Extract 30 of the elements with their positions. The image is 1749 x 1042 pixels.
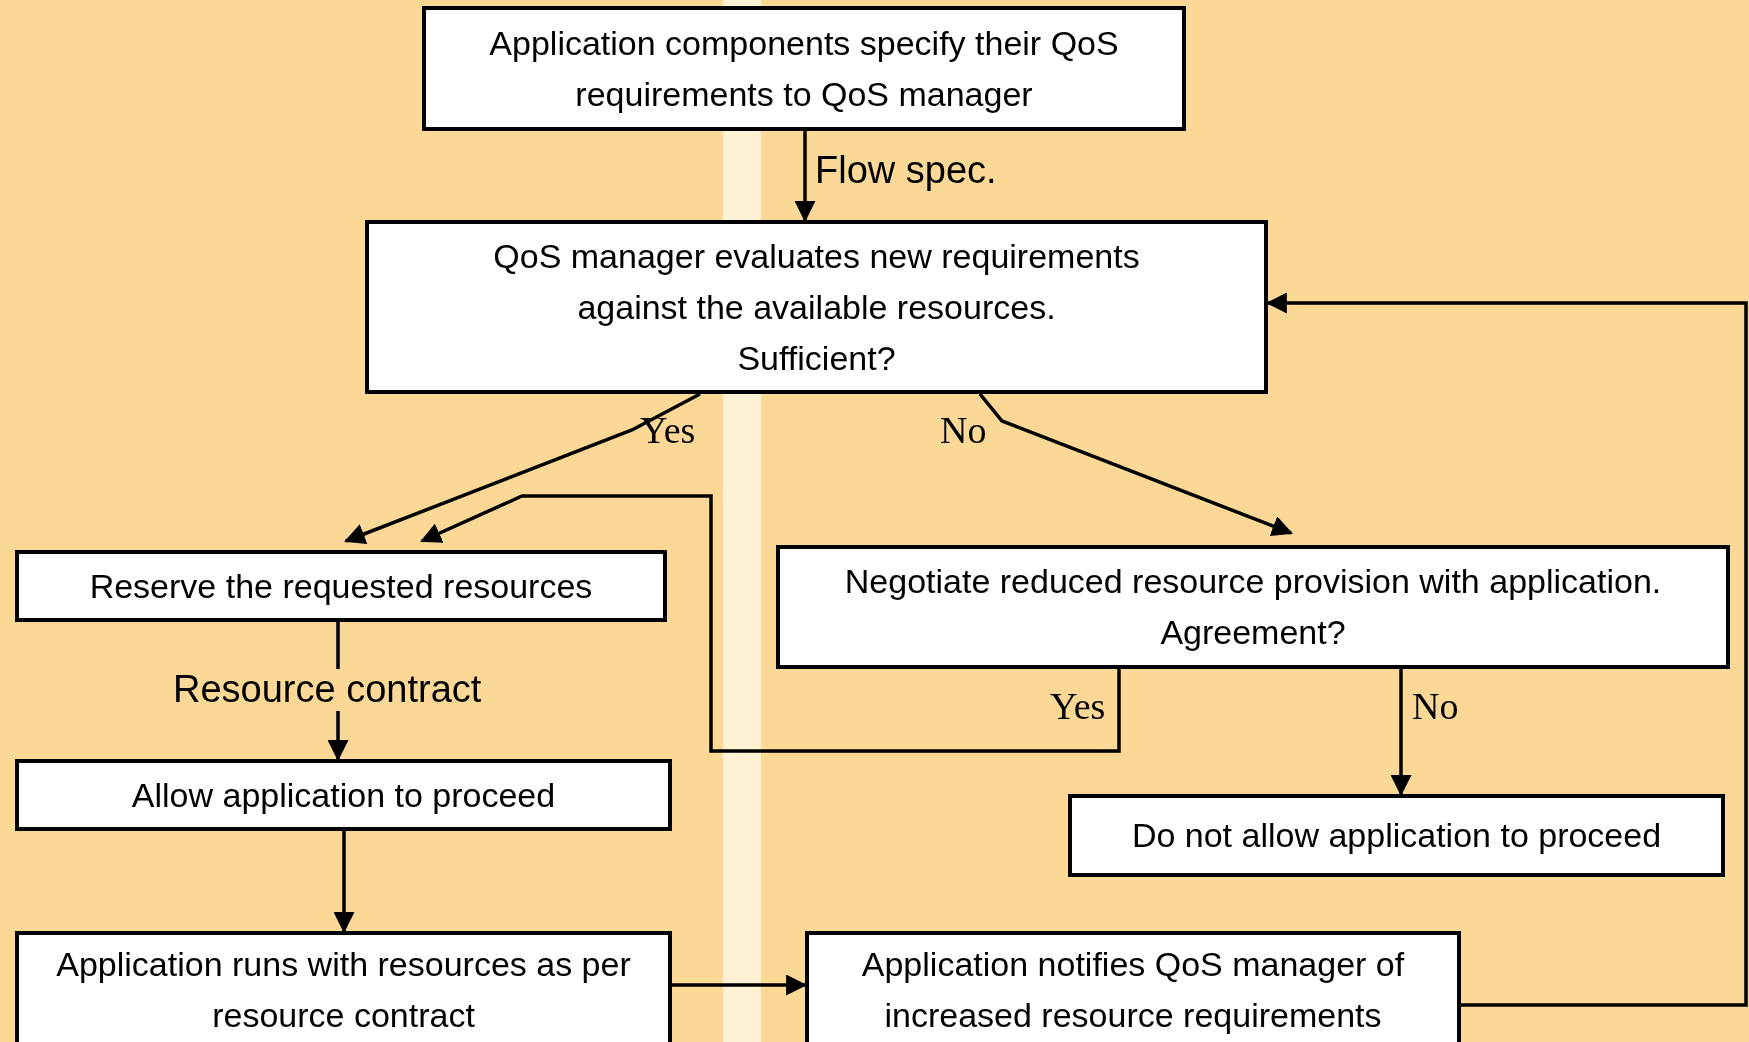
arrow bbox=[420, 494, 1121, 753]
edge-label: Yes bbox=[640, 410, 696, 452]
edge-label: Flow spec. bbox=[815, 150, 997, 192]
process-box bbox=[776, 545, 1730, 669]
process-box bbox=[365, 220, 1268, 394]
box-text: Application runs with resources as per resource contract bbox=[55, 944, 632, 1036]
arrow bbox=[344, 392, 701, 544]
process-box bbox=[1068, 794, 1725, 877]
edge-label: No bbox=[1412, 686, 1459, 728]
arrow bbox=[978, 392, 1293, 536]
process-box bbox=[15, 931, 672, 1042]
process-box bbox=[805, 931, 1461, 1042]
box-text: Reserve the requested resources bbox=[89, 565, 593, 607]
edge-label: Resource contract bbox=[173, 669, 482, 711]
box-text: Agreement? bbox=[1160, 612, 1346, 653]
box-text: Sufficient? bbox=[737, 337, 896, 379]
arrow bbox=[1390, 669, 1412, 797]
box-text: Negotiate reduced resource provision with application. bbox=[844, 561, 1662, 602]
box-text: QoS manager evaluates new requirements against the available resources. bbox=[492, 235, 1141, 328]
process-box bbox=[15, 759, 672, 831]
box-text: Do not allow application to proceed bbox=[1131, 815, 1662, 856]
box-text: Application components specify their QoS requirements to QoS manager bbox=[488, 22, 1120, 115]
box-text: Allow application to proceed bbox=[131, 774, 556, 816]
edge-label: Yes bbox=[1050, 686, 1106, 728]
edge-label: No bbox=[940, 410, 987, 452]
arrow bbox=[333, 831, 355, 934]
box-text: Application notifies QoS manager of increased resource requirements bbox=[860, 944, 1406, 1036]
process-box bbox=[422, 6, 1186, 131]
process-box bbox=[15, 550, 667, 622]
arrow bbox=[794, 131, 816, 223]
